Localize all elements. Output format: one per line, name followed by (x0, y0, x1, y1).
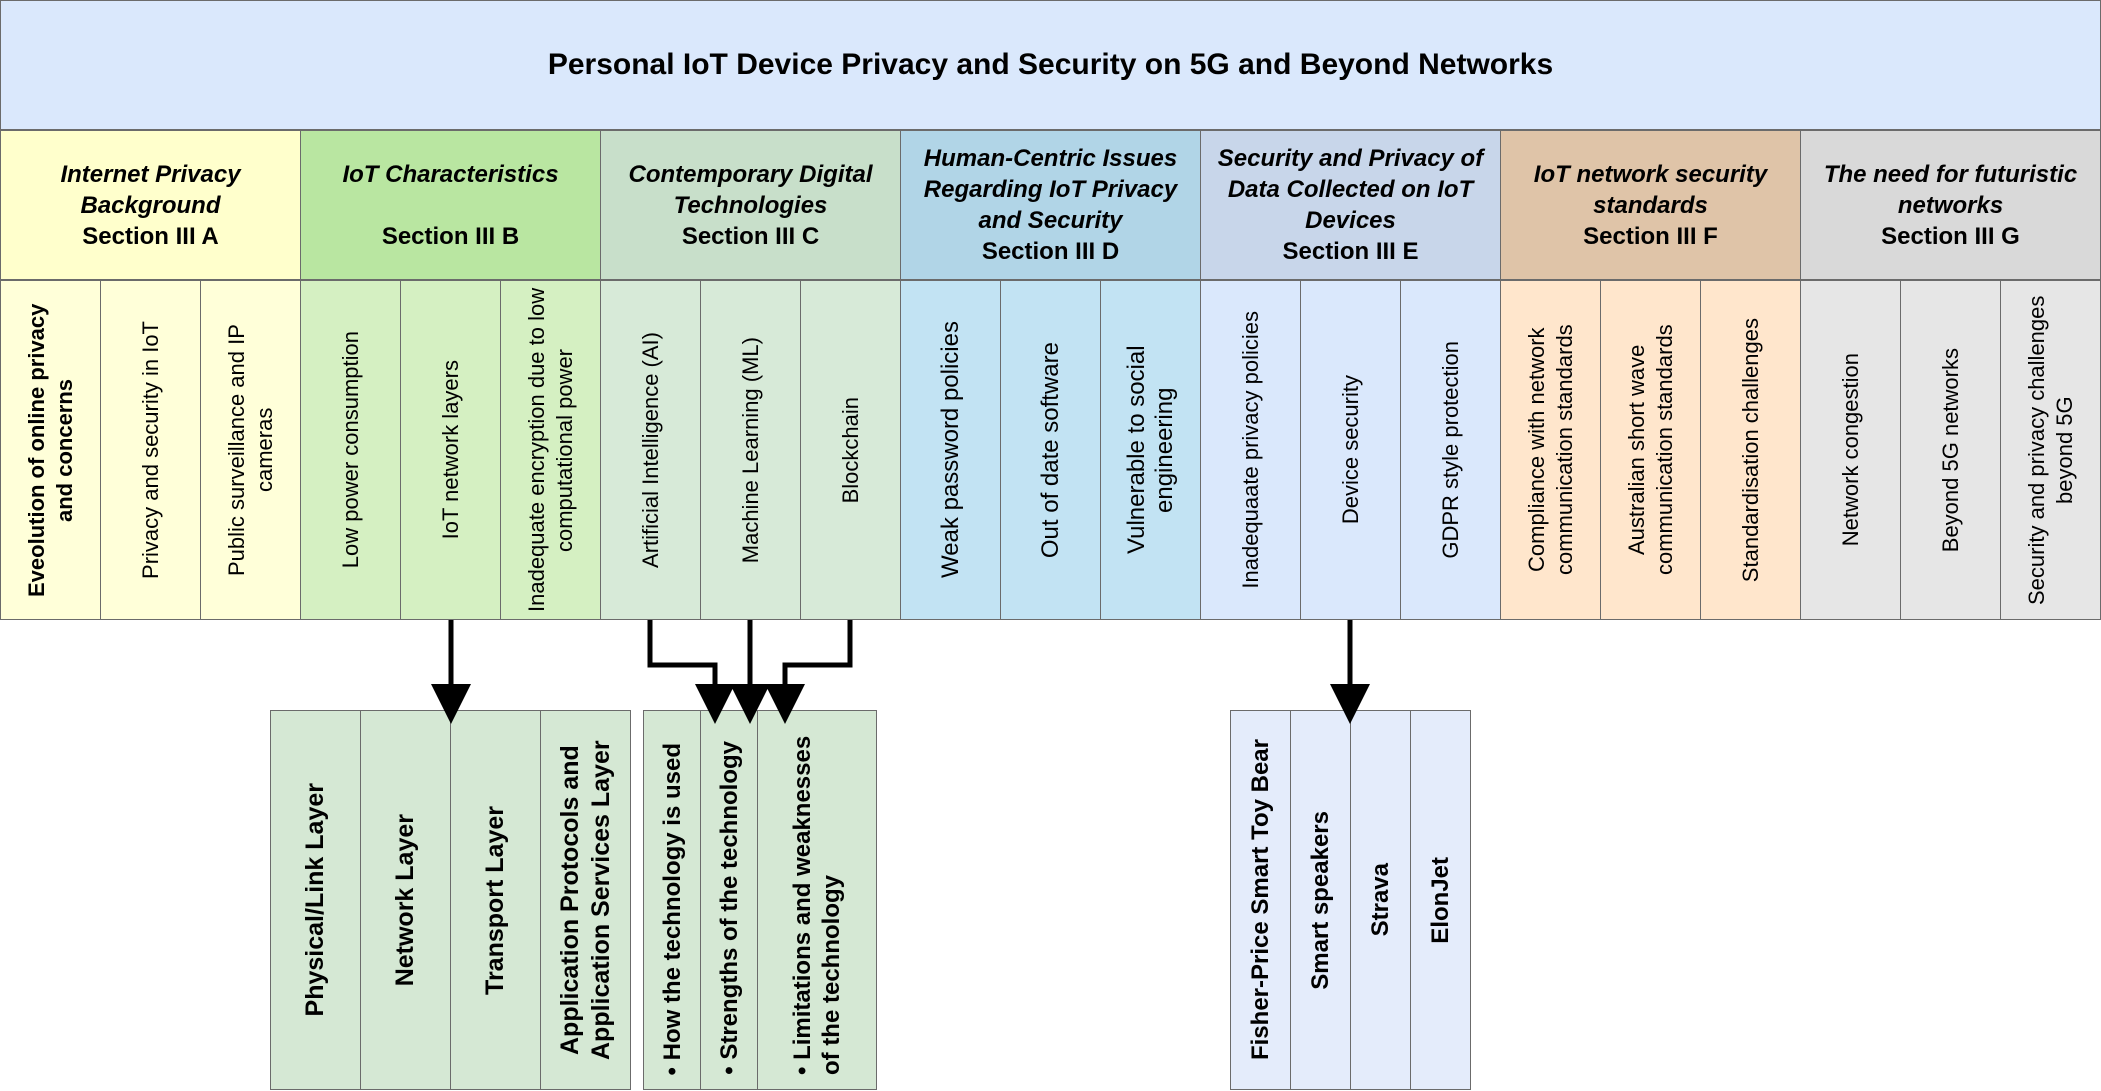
section-f-item-3: Standardisation challenges (1700, 280, 1801, 620)
arrow-ai (647, 620, 735, 724)
section-b-name: IoT Characteristics (342, 160, 559, 188)
section-d-item-2: Out of date software (1000, 280, 1101, 620)
section-a-item-3-label: Public surveillance and IP cameras (223, 324, 277, 576)
section-f-item-3-label: Standardisation challenges (1737, 317, 1763, 583)
section-d-item-1-label: Weak password policies (936, 321, 964, 579)
section-b-item-3-label: Inadequate encryption due to low computa… (523, 287, 577, 613)
layer-physical-link-label: Physical/Link Layer (301, 783, 329, 1017)
layer-network: Network Layer (360, 710, 451, 1090)
layer-transport-label: Transport Layer (481, 805, 509, 995)
tech-aspect-strengths-label: • Strengths of the technology (715, 741, 743, 1075)
section-e-name: Security and Privacy of Data Collected o… (1217, 145, 1484, 234)
tech-aspect-limitations: • Limitations and weaknesses of the tech… (757, 710, 877, 1090)
layer-transport: Transport Layer (450, 710, 541, 1090)
section-f-name: IoT network security standards (1533, 160, 1768, 219)
section-c-header: Contemporary Digital Technologies Sectio… (600, 130, 901, 280)
layer-application-label: Application Protocols and Application Se… (555, 740, 615, 1060)
tech-aspect-usage-label: • How the technology is used (658, 742, 686, 1075)
section-c-item-1-label: Artificial Intelligence (AI) (637, 332, 663, 568)
section-f-header: IoT network security standards Section I… (1500, 130, 1801, 280)
section-c-item-2: Machine Learning (ML) (700, 280, 801, 620)
section-f-item-1-label: Compliance with network communication st… (1523, 324, 1577, 576)
device-smart-speakers-label: Smart speakers (1306, 810, 1334, 990)
section-b-item-3: Inadequate encryption due to low computa… (500, 280, 601, 620)
tech-aspect-strengths: • Strengths of the technology (700, 710, 758, 1090)
section-c-name: Contemporary Digital Technologies (628, 160, 873, 219)
section-c-item-1: Artificial Intelligence (AI) (600, 280, 701, 620)
section-f-label: Section III F (1583, 222, 1718, 250)
section-e-item-2-label: Device security (1337, 375, 1363, 525)
layer-application: Application Protocols and Application Se… (540, 710, 631, 1090)
section-g-name: The need for futuristic networks (1823, 160, 2078, 219)
arrow-blockchain (765, 620, 853, 724)
layer-network-label: Network Layer (391, 813, 419, 987)
section-d-item-3-label: Vulnerable to social engineering (1122, 345, 1178, 555)
section-c-item-2-label: Machine Learning (ML) (737, 336, 763, 564)
device-elonjet: ElonJet (1410, 710, 1471, 1090)
section-c-label: Section III C (681, 222, 820, 250)
section-b-header: IoT Characteristics Section III B (300, 130, 601, 280)
section-c-item-3: Blockchain (800, 280, 901, 620)
section-e-header: Security and Privacy of Data Collected o… (1200, 130, 1501, 280)
section-d-item-3: Vulnerable to social engineering (1100, 280, 1201, 620)
device-smart-speakers: Smart speakers (1290, 710, 1351, 1090)
section-b-item-1: Low power consumption (300, 280, 401, 620)
section-a-item-2-label: Privacy and security in IoT (137, 321, 163, 579)
section-g-item-1: Network congestion (1800, 280, 1901, 620)
section-f-item-1: Compliance with network communication st… (1500, 280, 1601, 620)
section-e-item-1: Inadequaate privacy policies (1200, 280, 1301, 620)
section-d-name: Human-Centric Issues Regarding IoT Priva… (923, 145, 1178, 234)
section-a-header: Internet Privacy Background Section III … (0, 130, 301, 280)
tech-aspect-limitations-label: • Limitations and weaknesses of the tech… (789, 735, 845, 1075)
tech-aspect-strengths-text: Strengths of the technology (715, 741, 743, 1060)
section-g-item-1-label: Network congestion (1837, 353, 1863, 547)
section-a-item-1: Eveolution of online privacy and concern… (0, 280, 101, 620)
section-b-label: Section III B (381, 222, 520, 250)
section-g-label: Section III G (1881, 222, 2020, 250)
device-smart-toy-bear: Fisher-Price Smart Toy Bear (1230, 710, 1291, 1090)
tech-aspect-usage: • How the technology is used (643, 710, 701, 1090)
section-g-item-3: Security and privacy challenges beyond 5… (2000, 280, 2101, 620)
section-e-item-3-label: GDPR style protection (1437, 341, 1463, 559)
section-e-item-2: Device security (1300, 280, 1401, 620)
diagram-title: Personal IoT Device Privacy and Security… (547, 48, 1554, 81)
section-d-header: Human-Centric Issues Regarding IoT Priva… (900, 130, 1201, 280)
section-f-item-2-label: Australian short wave communication stan… (1623, 324, 1677, 576)
device-strava-label: Strava (1366, 863, 1394, 937)
section-d-label: Section III D (981, 238, 1120, 265)
section-d-item-1: Weak password policies (900, 280, 1001, 620)
section-a-item-2: Privacy and security in IoT (100, 280, 201, 620)
section-a-item-1-label: Eveolution of online privacy and concern… (23, 303, 77, 597)
section-b-item-2-label: IoT network layers (437, 360, 463, 540)
section-e-item-3: GDPR style protection (1400, 280, 1501, 620)
tech-aspect-limitations-text: Limitations and weaknesses of the techno… (789, 735, 845, 1075)
section-c-item-3-label: Blockchain (837, 396, 863, 504)
section-e-item-1-label: Inadequaate privacy policies (1237, 311, 1263, 589)
tech-aspect-usage-text: How the technology is used (658, 742, 686, 1060)
section-g-item-2-label: Beyond 5G networks (1937, 347, 1963, 553)
section-g-header: The need for futuristic networks Section… (1800, 130, 2101, 280)
diagram-title-bar: Personal IoT Device Privacy and Security… (0, 0, 2101, 130)
section-d-item-2-label: Out of date software (1036, 341, 1064, 559)
section-e-label: Section III E (1282, 238, 1419, 265)
section-b-item-1-label: Low power consumption (337, 331, 363, 569)
section-f-item-2: Australian short wave communication stan… (1600, 280, 1701, 620)
section-g-item-3-label: Security and privacy challenges beyond 5… (2023, 295, 2077, 605)
section-a-name: Internet Privacy Background (60, 160, 241, 219)
device-smart-toy-bear-label: Fisher-Price Smart Toy Bear (1246, 739, 1274, 1061)
layer-physical-link: Physical/Link Layer (270, 710, 361, 1090)
section-b-item-2: IoT network layers (400, 280, 501, 620)
device-elonjet-label: ElonJet (1426, 856, 1454, 944)
section-a-label: Section III A (82, 222, 219, 250)
section-g-item-2: Beyond 5G networks (1900, 280, 2001, 620)
device-strava: Strava (1350, 710, 1411, 1090)
section-a-item-3: Public surveillance and IP cameras (200, 280, 301, 620)
